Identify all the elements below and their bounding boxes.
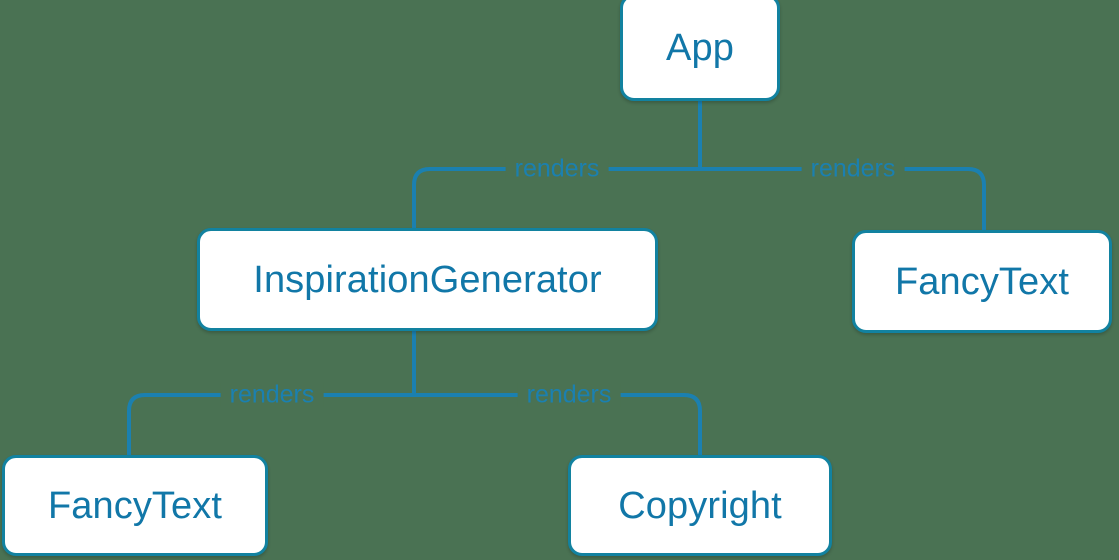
- node-app-label: App: [666, 26, 734, 69]
- node-inspirationgenerator-label: InspirationGenerator: [253, 258, 602, 301]
- edge-label-app-to-inspirationgenerator: renders: [505, 156, 609, 182]
- node-inspirationgenerator[interactable]: InspirationGenerator: [197, 228, 658, 331]
- edge-label-inspirationgenerator-to-fancytext-left: renders: [220, 382, 324, 408]
- node-app[interactable]: App: [620, 0, 780, 101]
- node-fancytext-left-label: FancyText: [47, 484, 223, 527]
- node-fancytext-right[interactable]: FancyText: [852, 230, 1112, 333]
- node-copyright-label: Copyright: [618, 484, 782, 527]
- node-fancytext-right-label: FancyText: [894, 260, 1070, 303]
- node-fancytext-left[interactable]: FancyText: [2, 455, 268, 556]
- node-copyright[interactable]: Copyright: [568, 455, 832, 556]
- edge-label-inspirationgenerator-to-copyright: renders: [517, 382, 621, 408]
- edge-label-app-to-fancytext-right: renders: [801, 156, 905, 182]
